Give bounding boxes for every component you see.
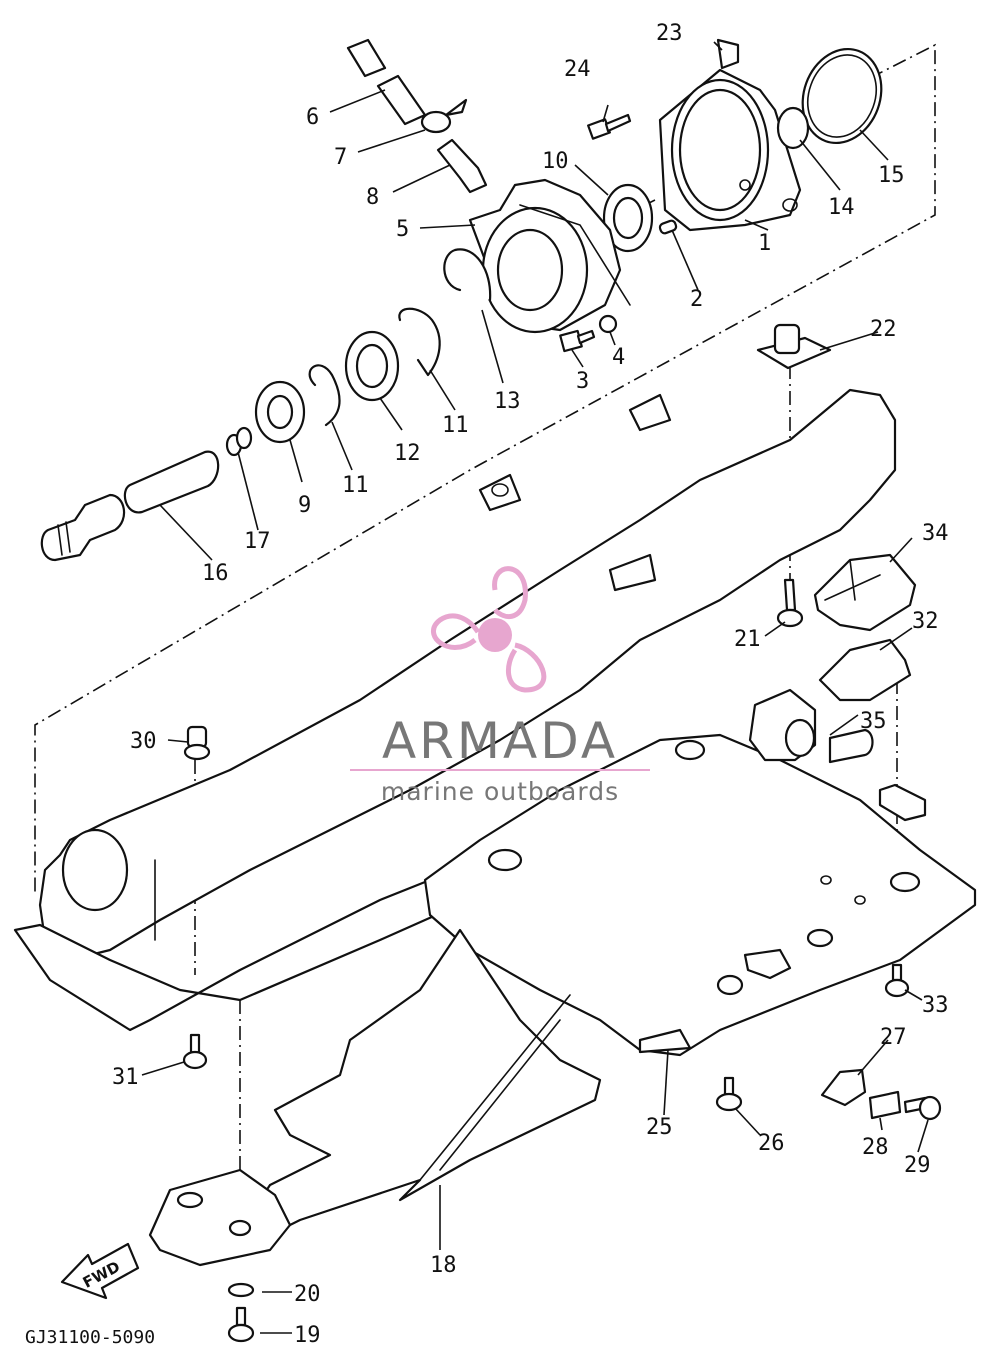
callout-9: 9 [298,493,311,518]
callout-17: 17 [244,529,271,554]
callout-28: 28 [862,1135,889,1160]
seal-9 [254,380,306,444]
callout-27: 27 [880,1025,907,1050]
callout-30: 30 [130,729,157,754]
circlip-11-upper [398,307,441,377]
bolt-19 [227,1306,255,1343]
callout-31: 31 [112,1065,139,1090]
callout-6: 6 [306,105,319,130]
bolt-29 [903,1095,942,1121]
bearing-12 [344,330,400,402]
fwd-arrow-icon: FWD [60,1242,140,1300]
sensor [748,688,817,762]
callout-22: 22 [870,317,897,342]
callout-12: 12 [394,441,421,466]
callout-34: 34 [922,521,949,546]
callout-19: 19 [294,1323,321,1348]
dowel-2 [658,219,678,235]
pin-35 [828,728,874,764]
callout-18: 18 [430,1253,457,1278]
callout-29: 29 [904,1153,931,1178]
o-rings-17 [225,426,253,457]
lower-plate [423,733,977,1057]
circlip-13 [443,248,492,302]
callout-11b: 11 [342,473,369,498]
propeller-logo-icon [431,566,547,693]
shaft [40,493,126,562]
clamp-7 [420,98,468,134]
leader-lines [141,41,929,1334]
callout-3: 3 [576,369,589,394]
callout-32: 32 [912,609,939,634]
bolt-3 [559,329,596,353]
callout-2: 2 [690,287,703,312]
callout-7: 7 [334,145,347,170]
connector [878,783,927,822]
callout-20: 20 [294,1282,321,1307]
callout-33: 33 [922,993,949,1018]
o-ring-15 [801,47,883,145]
mount-block [148,1168,292,1267]
circlip-11-lower [308,364,341,427]
callout-35: 35 [860,709,887,734]
callout-21: 21 [734,627,761,652]
callout-26: 26 [758,1131,785,1156]
washer-20 [227,1282,255,1298]
callout-4: 4 [612,345,625,370]
callout-23: 23 [656,21,683,46]
callout-14: 14 [828,195,855,220]
armada-watermark: ARMADA marine outboards [350,566,650,806]
engine-mount-bed [13,388,897,1032]
bolt-24 [587,113,632,140]
brand-tagline: marine outboards [381,777,619,806]
bearing-10 [602,183,654,253]
housing-5 [468,178,631,334]
hose-6 [346,38,427,126]
bracket-27 [820,1068,867,1107]
callout-15: 15 [878,163,905,188]
callout-10: 10 [542,149,569,174]
bolt-26 [715,1076,743,1112]
callout-1: 1 [758,231,771,256]
callout-labels: 1 2 3 4 5 6 7 8 9 10 11 11 12 13 14 15 1… [112,21,949,1348]
diagram-code: GJ31100-5090 [25,1327,155,1348]
nipple-8 [436,138,488,194]
callout-8: 8 [366,185,379,210]
callout-13: 13 [494,389,521,414]
holder-32 [818,638,912,702]
bolt-33 [884,963,910,998]
o-ring-14 [776,106,810,150]
washer-4 [598,314,618,334]
clip-25 [638,1028,692,1054]
plate-28 [868,1090,902,1120]
bolt-31 [182,1033,208,1070]
sleeve-16 [123,450,220,514]
plate-23 [716,38,740,70]
bolt-30 [183,725,211,761]
cover-34 [813,553,917,632]
callout-11a: 11 [442,413,469,438]
bearing-housing-1 [658,68,802,232]
brand-name: ARMADA [382,712,618,770]
bracket-22 [756,323,832,370]
callout-5: 5 [396,217,409,242]
bolt-21 [776,578,804,628]
callout-16: 16 [202,561,229,586]
callout-24: 24 [564,57,591,82]
callout-25: 25 [646,1115,673,1140]
